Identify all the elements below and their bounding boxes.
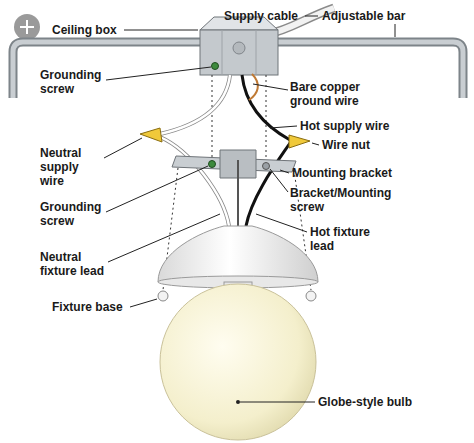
part-label: Neutral fixture lead [40,250,108,278]
part-label: Globe-style bulb [318,395,412,409]
part-label: Hot supply wire [300,119,389,133]
part-label: Mounting bracket [292,166,392,180]
part-label: Wire nut [322,138,370,152]
part-label: Fixture base [52,300,123,314]
part-label: Supply cable [224,9,298,23]
part-label: Bare copper ground wire [290,80,376,108]
part-label: Bracket/Mounting screw [290,186,408,214]
part-label: Grounding screw [40,200,106,228]
part-label: Hot fixture lead [310,225,386,253]
part-label: Ceiling box [52,23,117,37]
part-label: Adjustable bar [322,9,405,23]
part-label: Neutral supply wire [40,146,104,188]
part-label: Grounding screw [40,68,106,96]
